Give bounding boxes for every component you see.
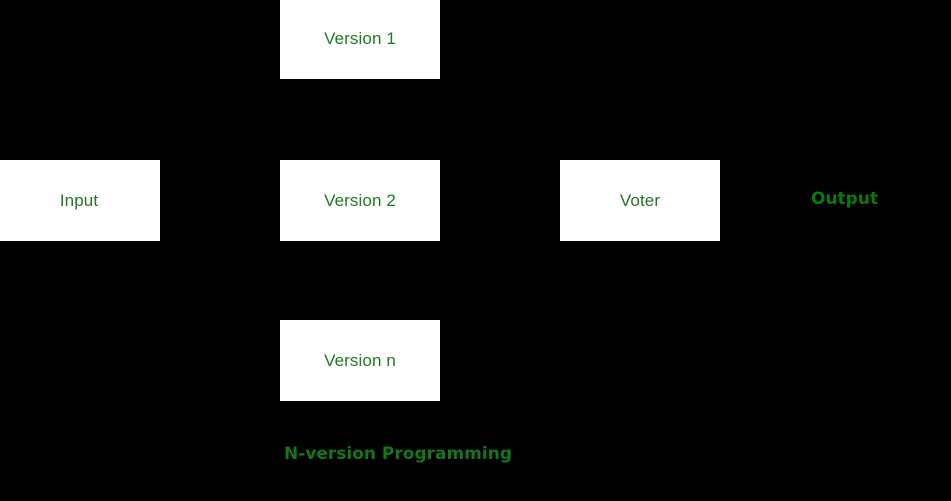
node-version-2[interactable]: Version 2 [280,160,440,241]
node-input[interactable]: Input [0,160,160,241]
node-version-1[interactable]: Version 1 [280,0,440,79]
node-version-2-label: Version 2 [324,191,396,210]
diagram-caption: N-version Programming [284,444,512,464]
node-version-n-label: Version n [324,351,396,370]
node-version-1-label: Version 1 [324,29,396,48]
node-voter-label: Voter [619,191,661,210]
output-label: Output [811,189,879,209]
node-version-n[interactable]: Version n [280,320,440,401]
node-input-label: Input [59,191,99,210]
node-voter[interactable]: Voter [560,160,720,241]
